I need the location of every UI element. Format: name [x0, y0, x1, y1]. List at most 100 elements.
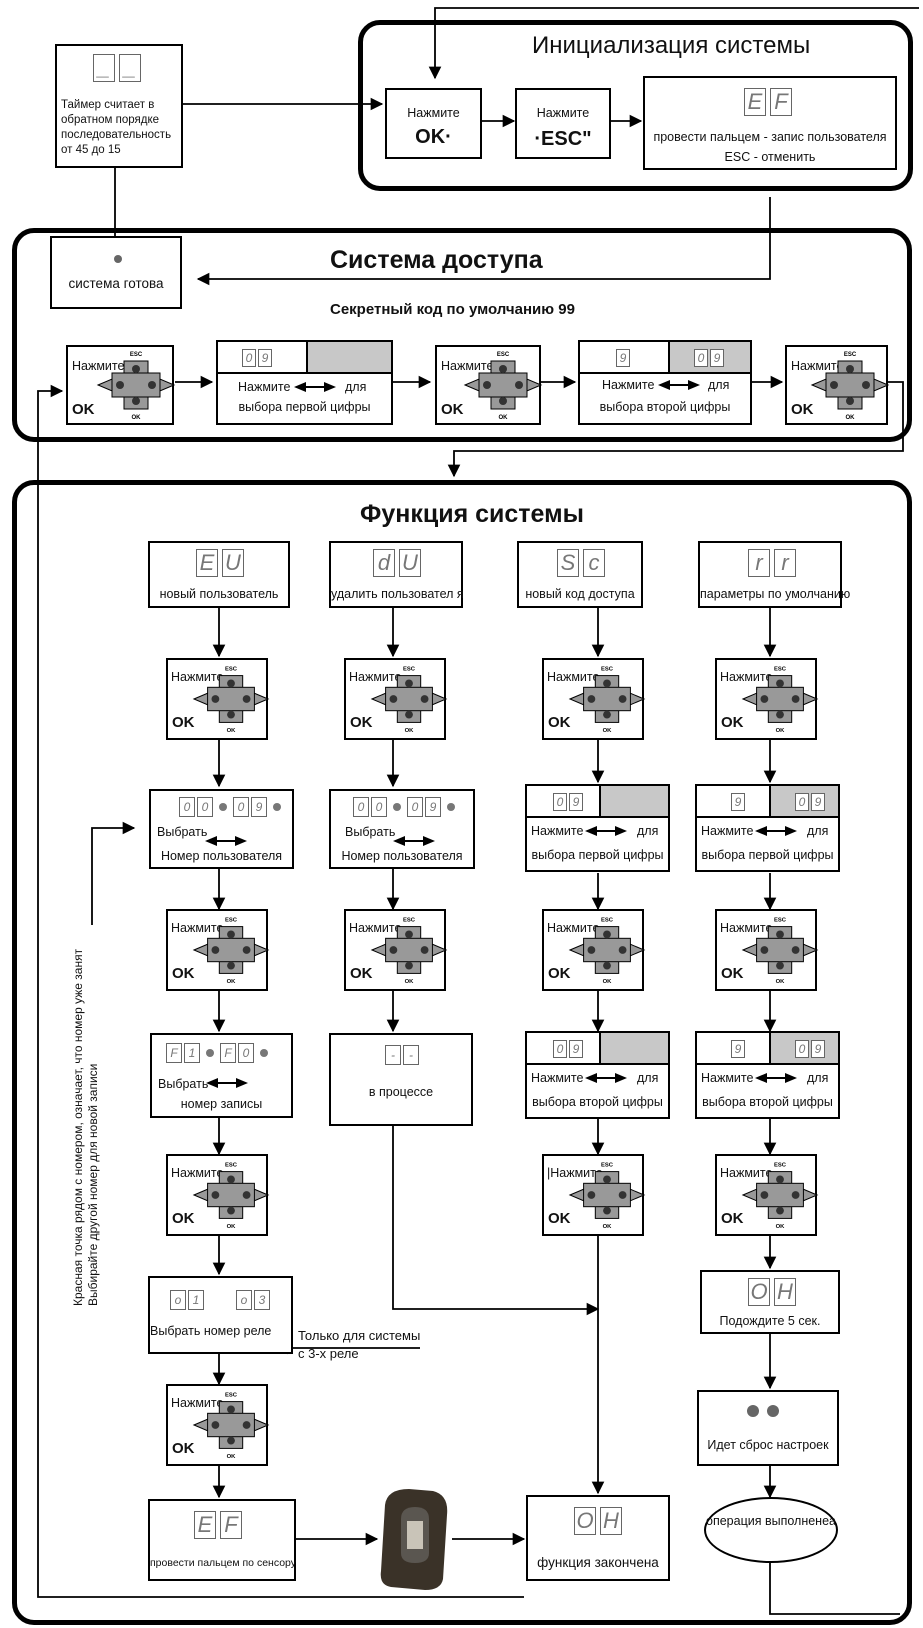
record-number-box: F 1 F 0 Выбрать номер записы [150, 1033, 293, 1118]
occupied-dot [273, 803, 281, 811]
left-right-arrows-icon [585, 1073, 627, 1083]
esc-key-text: ESC [774, 667, 787, 673]
keypad-icon: ESC OK [568, 918, 646, 985]
code-digit: 0 [694, 349, 708, 367]
header-digit: r [748, 549, 770, 577]
ef-digit: E [744, 88, 766, 116]
first-digit-box: 9 0 9 Нажмите для выбора первой цифры [695, 784, 840, 872]
header-digit: S [557, 549, 579, 577]
ok-label: OK [548, 965, 571, 982]
side-note-occupied: Красная точка рядом с номером, означает,… [71, 949, 101, 1306]
finger-sensor-box: E F провести пальцем по сенсору [148, 1499, 296, 1581]
esc-key-text: ESC [601, 1163, 614, 1169]
press-arrows-label: Нажмите [238, 380, 291, 394]
for-label: для [807, 824, 829, 838]
user-digit: 0 [371, 797, 387, 817]
delete-user-label: удалить пользовател я [331, 587, 464, 601]
record-number-label: номер записы [180, 1097, 263, 1111]
second-digit-label: выбора второй цифры [702, 1095, 833, 1109]
gray-field [306, 342, 391, 372]
user-number-label: Номер пользователя [341, 849, 463, 863]
code-digit: 9 [710, 349, 724, 367]
ready-dot [114, 255, 122, 263]
gray-field [599, 786, 668, 816]
press-label: Нажмите [547, 921, 600, 935]
ok-label: OK [548, 1210, 571, 1227]
ok-key-text: OK [603, 979, 613, 985]
code-digit: 0 [795, 1040, 809, 1058]
relay-box: o 1 o 3 Выбрать номер реле [148, 1276, 293, 1354]
esc-key-text: ESC [774, 1163, 787, 1169]
esc-key-text: ESC [225, 667, 238, 673]
press-label: Нажмите [171, 670, 224, 684]
new-user-label: новый пользователь [159, 587, 279, 601]
divider [527, 1063, 668, 1065]
init-esc-box[interactable]: Нажмите ·ESC" [515, 88, 611, 159]
resetting-box: Идет сброс настроек [697, 1390, 839, 1466]
press-label: Нажмите [72, 359, 125, 373]
init-section [358, 20, 913, 191]
esc-key-text: ESC [403, 667, 416, 673]
delete-user-box[interactable]: d U удалить пользовател я [329, 541, 464, 608]
ok-label: OK [172, 1440, 195, 1457]
new-code-box[interactable]: S c новый код доступа [517, 541, 643, 608]
secret-code-label: Секретный код по умолчанию 99 [330, 301, 575, 318]
first-digit-box: 0 9 Нажмите для выбора первой цифры [525, 784, 670, 872]
ok-key-label: OK· [415, 126, 452, 148]
first-digit-label: выбора первой цифры [238, 400, 371, 414]
record-digit: F [166, 1043, 182, 1063]
press-label: Нажмите [720, 670, 773, 684]
done-digit: O [574, 1507, 596, 1535]
press-arrows-label: Нажмите [531, 824, 584, 838]
code-digit: 0 [553, 793, 567, 811]
init-ef-box: E F провести пальцем - запис пользовател… [643, 76, 897, 170]
esc-key-text: ESC [844, 352, 857, 358]
record-digit: 1 [184, 1043, 200, 1063]
progress-digit: - [385, 1045, 401, 1065]
relay-digit: o [236, 1290, 252, 1310]
defaults-box[interactable]: r r параметры по умолчанию [698, 541, 850, 608]
header-digit: U [222, 549, 244, 577]
init-ok-box[interactable]: Нажмите OK· [385, 88, 482, 159]
code-digit: 9 [731, 793, 745, 811]
system-ready-box: система готова [50, 236, 182, 309]
new-user-box[interactable]: E U новый пользователь [148, 541, 290, 608]
user-digit: 0 [407, 797, 423, 817]
timer-digit: _ [119, 54, 141, 82]
for-label: для [637, 824, 659, 838]
esc-key-text: ESC [601, 667, 614, 673]
progress-dots [743, 1404, 783, 1422]
ok-key-text: OK [603, 728, 613, 734]
second-digit-label: выбора второй цифры [599, 400, 731, 414]
finger-sensor-label: провести пальцем по сенсору [150, 1557, 297, 1569]
press-label: Нажмите [407, 106, 460, 120]
esc-key-text: ESC [601, 918, 614, 924]
new-code-label: новый код доступа [525, 587, 635, 601]
done-digit: O [748, 1278, 770, 1306]
press-arrows-label: Нажмите [602, 378, 655, 392]
code-digit: 0 [242, 349, 256, 367]
divider [527, 816, 668, 818]
ok-label: OK [721, 965, 744, 982]
user-digit: 0 [353, 797, 369, 817]
press-label: |Нажмите [547, 1166, 603, 1180]
